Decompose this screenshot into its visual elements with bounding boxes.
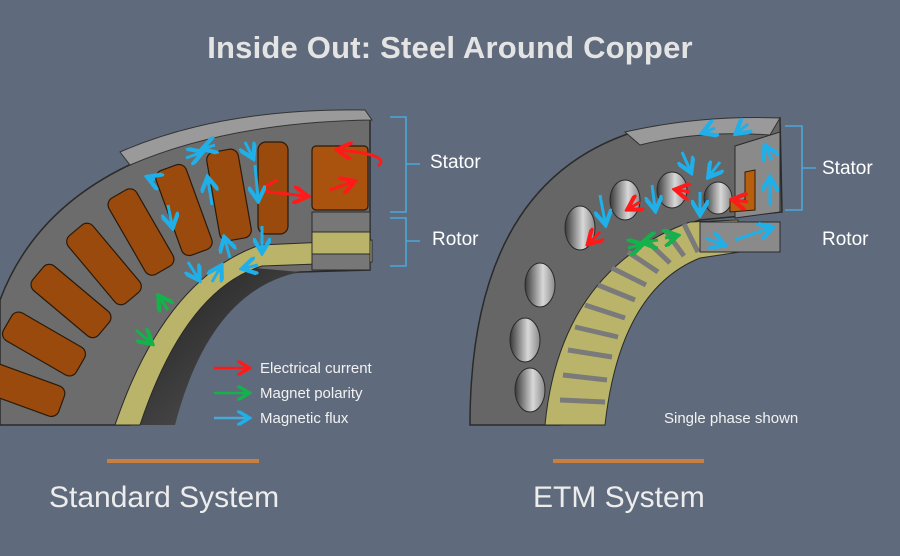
standard-polarity-arrows (135, 298, 168, 342)
standard-stator-label: Stator (430, 152, 481, 173)
legend-magnetic-flux: Magnetic flux (260, 410, 349, 427)
etm-flux-arrows (600, 124, 772, 244)
standard-divider (107, 459, 259, 463)
etm-system-label: ETM System (533, 481, 705, 514)
legend-swatches (214, 368, 247, 418)
standard-brackets (390, 116, 420, 267)
etm-brackets (785, 125, 816, 211)
legend-electrical-current: Electrical current (260, 360, 372, 377)
etm-coil-holes (509, 171, 733, 413)
standard-copper-coils (0, 141, 369, 418)
standard-flux-arrows (150, 142, 262, 282)
etm-rotor-label: Rotor (822, 229, 869, 250)
etm-rotor-stack (544, 219, 741, 426)
diagram-title: Inside Out: Steel Around Copper (207, 30, 693, 65)
etm-divider (553, 459, 704, 463)
standard-rotor-label: Rotor (432, 229, 479, 250)
standard-system-label: Standard System (49, 481, 280, 514)
legend-magnet-polarity: Magnet polarity (260, 385, 363, 402)
etm-polarity-arrows (628, 236, 675, 248)
standard-stator-top (119, 109, 373, 166)
etm-stator-label: Stator (822, 158, 873, 179)
standard-bore (130, 268, 300, 425)
etm-motor (469, 117, 816, 426)
standard-motor (0, 109, 420, 426)
single-phase-note: Single phase shown (664, 410, 799, 427)
etm-current-arrows (590, 190, 748, 242)
